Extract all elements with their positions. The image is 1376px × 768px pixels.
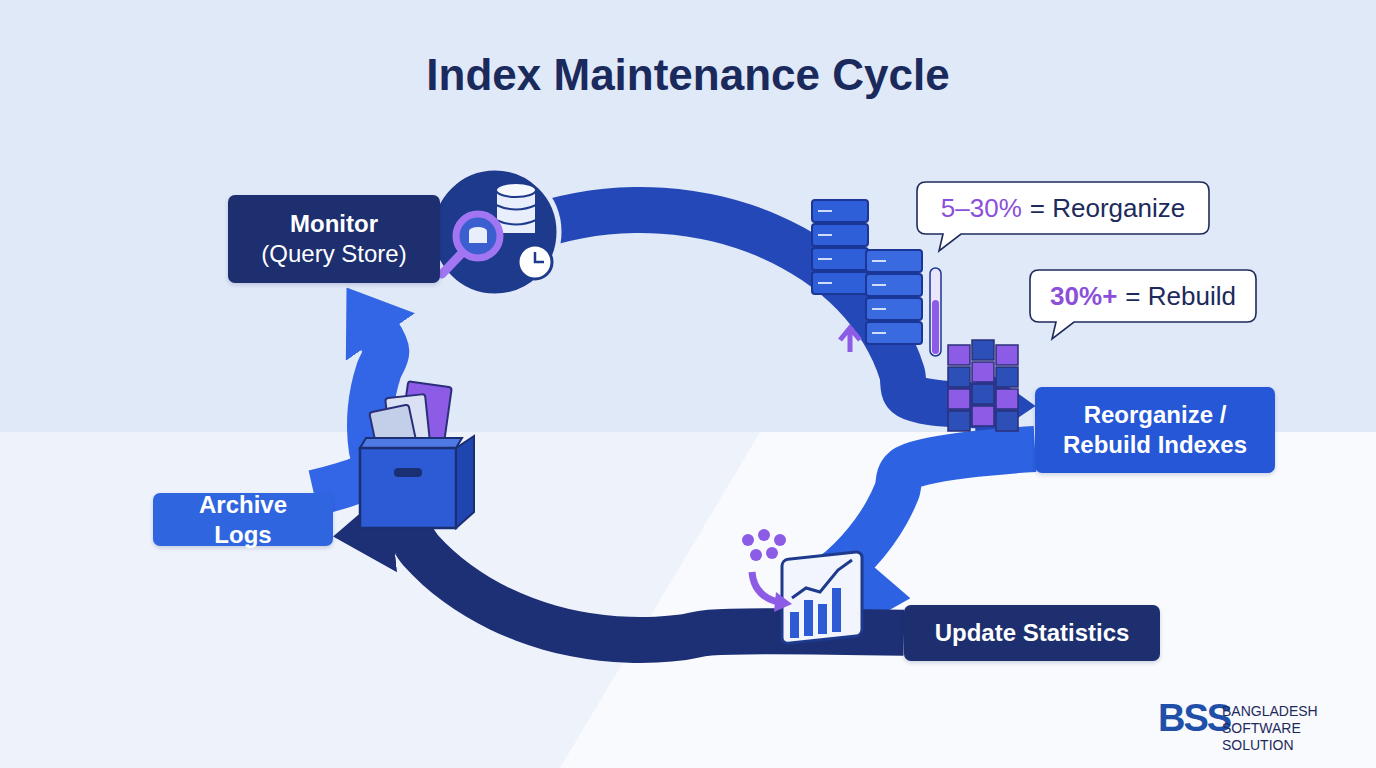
threshold-action: = Rebuild <box>1125 280 1236 313</box>
cube-block <box>972 406 994 426</box>
callout-text-row: 30%+= Rebuild <box>1050 280 1236 313</box>
chart-bar <box>832 588 841 632</box>
magnifier-db-body <box>469 231 487 243</box>
threshold-action: = Reorganize <box>1030 192 1185 225</box>
callout-shape <box>917 182 1209 251</box>
logo-mark: BSS <box>1158 696 1228 742</box>
block-cube <box>948 340 1018 431</box>
magnifier-handle <box>442 253 462 274</box>
gauge-bar <box>930 268 941 356</box>
stage-label: Reorganize / Rebuild Indexes <box>1035 387 1275 473</box>
archive-box <box>360 381 474 528</box>
diagram-title: Index Maintenance Cycle <box>0 50 1376 100</box>
stage-name: Reorganize / Rebuild Indexes <box>1049 400 1261 460</box>
cube-block <box>996 389 1018 409</box>
cube-block <box>972 384 994 404</box>
threshold-value: 5–30% <box>941 192 1022 225</box>
box-side <box>456 436 474 528</box>
threshold-value: 30%+ <box>1050 280 1117 313</box>
threshold-callout: 30%+= Rebuild <box>1030 270 1256 322</box>
cube-block <box>972 340 994 360</box>
background-light <box>560 432 1376 768</box>
clock-hands <box>535 252 544 262</box>
box-handle <box>394 468 422 477</box>
database-rings <box>496 205 536 225</box>
stage-label: Archive Logs <box>153 493 333 546</box>
chart-bar <box>818 604 827 634</box>
stage-name: Monitor <box>290 209 378 239</box>
stage-label: Monitor(Query Store) <box>228 195 440 283</box>
data-dot <box>766 547 778 559</box>
statistics-chart <box>742 529 862 644</box>
server-slots <box>818 211 886 333</box>
data-dot <box>758 529 770 541</box>
cube-block <box>948 411 970 431</box>
cube-block <box>948 345 970 365</box>
stage-name: Update Statistics <box>935 618 1130 648</box>
company-name: BANGLADESH SOFTWARE SOLUTION <box>1222 703 1372 753</box>
database-top <box>496 183 536 197</box>
stage-name: Archive Logs <box>167 490 319 550</box>
box-rim <box>360 438 462 448</box>
feed-arrow <box>752 572 778 602</box>
data-dot <box>750 549 762 561</box>
cube-block <box>996 411 1018 431</box>
data-dot <box>742 534 754 546</box>
monitor-icon-circle <box>431 168 559 296</box>
cube-block <box>948 389 970 409</box>
stage-label: Update Statistics <box>904 605 1160 661</box>
callout-text-row: 5–30%= Reorganize <box>941 192 1185 225</box>
clock-face <box>518 245 552 279</box>
data-dot <box>774 534 786 546</box>
up-arrow <box>840 328 860 352</box>
cycle-arrow <box>388 531 904 640</box>
chart-bar <box>790 612 799 638</box>
chart-bar <box>804 600 813 636</box>
chart-window <box>782 551 862 643</box>
threshold-callout: 5–30%= Reorganize <box>917 182 1209 234</box>
cube-block <box>996 345 1018 365</box>
cube-block <box>948 367 970 387</box>
illustration <box>360 168 1018 644</box>
callout-shape <box>1030 270 1256 339</box>
gauge-fill <box>932 300 939 354</box>
chart-line <box>792 560 852 598</box>
cube-block <box>972 362 994 382</box>
cube-block <box>996 367 1018 387</box>
box-front <box>360 448 456 528</box>
feed-arrow-head <box>774 592 792 612</box>
background-lower <box>0 432 1376 768</box>
stage-detail: (Query Store) <box>261 239 406 269</box>
